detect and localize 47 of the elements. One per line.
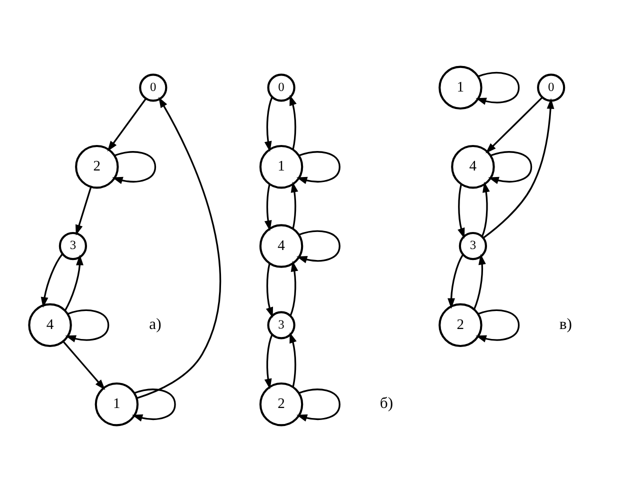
node-circle: 0 — [267, 73, 296, 102]
node-circle: 0 — [537, 73, 566, 102]
node-circle: 1 — [438, 65, 482, 110]
arrow — [481, 181, 490, 236]
arrow — [473, 254, 486, 310]
arrow — [476, 309, 520, 342]
arrow — [296, 388, 340, 422]
label: в) — [559, 315, 572, 332]
node-circle: 4 — [259, 224, 304, 268]
arrow — [264, 184, 272, 231]
arrow — [65, 309, 110, 342]
arrow — [290, 260, 298, 316]
arrow — [112, 150, 156, 184]
arrow — [62, 340, 106, 390]
arrow — [64, 254, 84, 311]
arrow — [76, 186, 92, 235]
arrow — [40, 252, 64, 308]
arrow — [448, 254, 464, 308]
arrow — [264, 96, 273, 152]
node-circle: 2 — [438, 302, 482, 347]
arrow — [482, 98, 554, 238]
label: б) — [380, 394, 394, 412]
arrow — [107, 98, 146, 152]
arrow — [290, 332, 297, 387]
node-circle: 4 — [28, 302, 72, 347]
label: а) — [149, 315, 162, 332]
node-circle: 3 — [267, 310, 296, 339]
arrow — [486, 96, 543, 153]
node-circle: 1 — [94, 382, 139, 426]
node-circle: 3 — [458, 231, 488, 260]
arrow — [132, 388, 176, 422]
node-circle: 2 — [75, 144, 119, 188]
node-circle: 3 — [58, 231, 88, 260]
arrow — [296, 230, 340, 263]
arrow — [136, 96, 221, 398]
arrow — [266, 262, 274, 318]
arrow — [290, 94, 297, 150]
arrow — [476, 72, 520, 104]
arrow — [290, 181, 298, 228]
arrow — [296, 150, 340, 184]
arrow — [264, 334, 273, 389]
arrow — [488, 150, 532, 184]
node-circle: 2 — [259, 382, 304, 426]
node-circle: 1 — [259, 144, 304, 188]
node-circle: 0 — [139, 73, 168, 102]
arrow — [458, 184, 465, 238]
node-circle: 4 — [451, 144, 495, 188]
